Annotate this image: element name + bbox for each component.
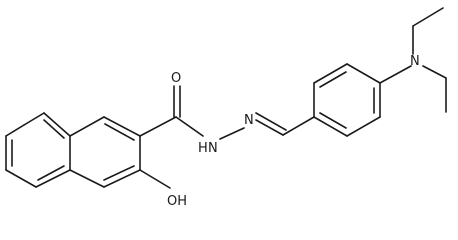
atom-n-imine: N (244, 113, 254, 128)
naphthalene-left-ring (5, 112, 71, 188)
c-oh-bond (139, 169, 171, 189)
atom-h-of-nh: H (198, 141, 208, 156)
amide-group (139, 85, 204, 137)
atom-oh: OH (167, 194, 187, 209)
naphthalene-right-ring (69, 116, 141, 188)
molecule-structure: O H N N N OH (5, 7, 447, 209)
diethyl-groups (412, 7, 447, 113)
atom-n-amine: N (410, 54, 420, 69)
atom-nh: N (208, 141, 218, 156)
ring-n-bond (379, 65, 412, 84)
benzene-ring (313, 63, 381, 137)
hydrazone-linker (219, 112, 315, 140)
atom-o-carbonyl: O (171, 71, 181, 86)
